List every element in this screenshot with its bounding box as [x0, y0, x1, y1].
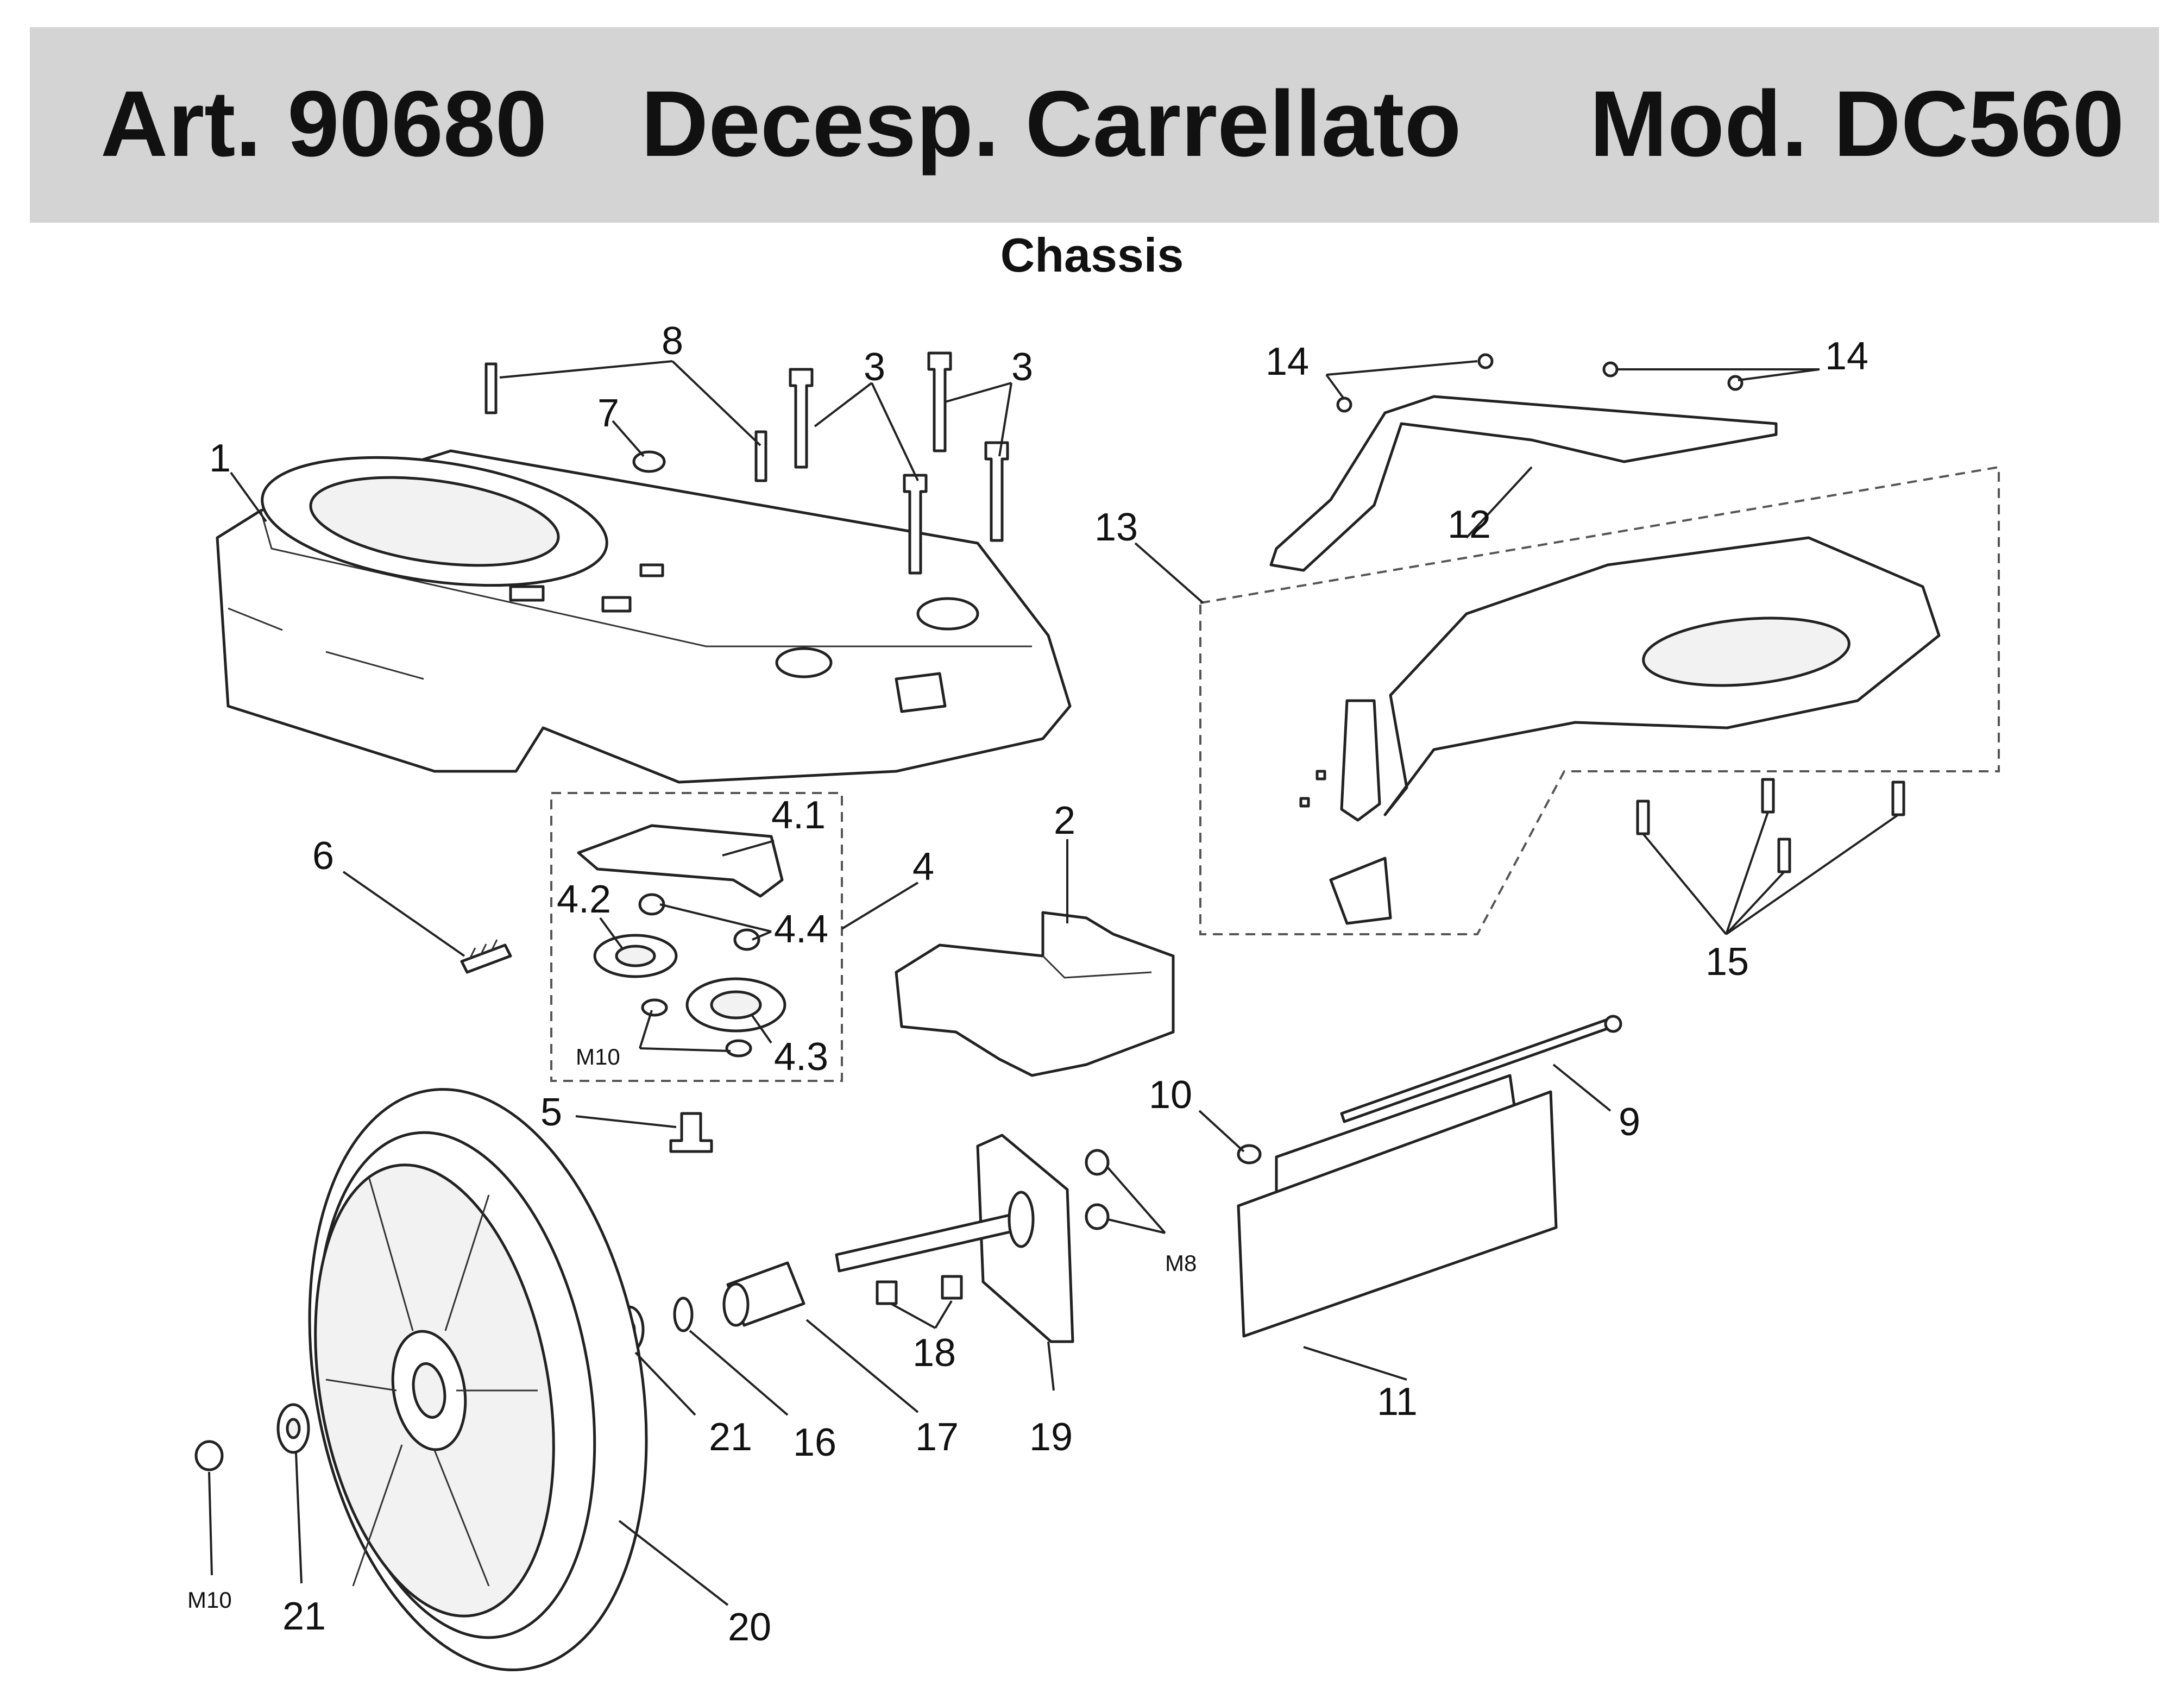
m8-nuts — [1085, 1149, 1110, 1230]
label-21a: 21 — [709, 1415, 752, 1459]
label-4-3: 4.3 — [774, 1035, 828, 1079]
part-9-rod — [1340, 1015, 1622, 1123]
title-banner — [30, 27, 2159, 223]
label-17: 17 — [915, 1415, 959, 1459]
label-7: 7 — [597, 392, 619, 435]
part-5-bolt — [669, 1112, 713, 1153]
part-7-nut — [632, 450, 666, 473]
label-14b: 14 — [1825, 335, 1868, 378]
label-2: 2 — [1054, 799, 1075, 842]
part-14-screws — [1336, 353, 1744, 413]
part-20-wheel — [308, 1088, 648, 1671]
part-15-screws — [1636, 778, 1905, 873]
label-21b: 21 — [282, 1595, 326, 1638]
product-name: Decesp. Carrellato — [641, 72, 1462, 176]
label-4-4: 4.4 — [774, 908, 828, 951]
callout-labels: 1 2 3 3 4 4.1 4.2 4.3 4.4 5 6 7 8 9 10 1… — [187, 319, 1868, 1649]
label-4-2: 4.2 — [557, 878, 611, 921]
leader-lines — [208, 360, 1899, 1606]
part-6-spring — [460, 939, 512, 974]
part-1-chassis-deck — [216, 449, 1072, 784]
label-15: 15 — [1705, 940, 1749, 984]
label-m8: M8 — [1165, 1250, 1197, 1276]
part-10-nut — [1237, 1144, 1262, 1165]
part-21-washer-outer — [276, 1403, 310, 1454]
label-14a: 14 — [1266, 340, 1309, 383]
part-18-bolts — [876, 1275, 963, 1305]
part-12-shield — [1269, 395, 1778, 572]
article-number: Art. 90680 — [100, 72, 547, 176]
section-title: Chassis — [1000, 228, 1184, 282]
wheel-axle — [835, 1191, 1035, 1273]
m10-nut-wheel — [194, 1440, 224, 1471]
label-20: 20 — [728, 1606, 771, 1649]
part-4-idler-assembly — [550, 792, 843, 1082]
label-3a: 3 — [864, 345, 885, 389]
part-2-bracket — [895, 911, 1175, 1077]
part-17-spacer — [722, 1261, 805, 1327]
label-10: 10 — [1149, 1073, 1192, 1117]
label-1: 1 — [209, 437, 231, 480]
part-3-bolts — [789, 351, 1009, 575]
label-16: 16 — [793, 1421, 836, 1464]
label-6: 6 — [312, 834, 334, 878]
label-9: 9 — [1619, 1100, 1640, 1144]
label-13: 13 — [1094, 506, 1138, 549]
label-5: 5 — [540, 1091, 562, 1134]
label-8: 8 — [662, 319, 683, 363]
label-3b: 3 — [1011, 345, 1033, 389]
part-11-flap — [1237, 1074, 1558, 1338]
label-19: 19 — [1029, 1415, 1073, 1459]
label-18: 18 — [912, 1331, 956, 1375]
model-number: Mod. DC560 — [1589, 72, 2124, 176]
label-4: 4 — [912, 845, 934, 889]
part-13-guard-assembly — [1199, 465, 2000, 935]
label-11: 11 — [1377, 1380, 1418, 1424]
label-m10-wheel: M10 — [187, 1587, 232, 1613]
label-12: 12 — [1447, 503, 1491, 546]
part-16-washer — [673, 1297, 694, 1332]
label-m10-idler: M10 — [576, 1044, 620, 1069]
label-4-1: 4.1 — [771, 794, 826, 837]
